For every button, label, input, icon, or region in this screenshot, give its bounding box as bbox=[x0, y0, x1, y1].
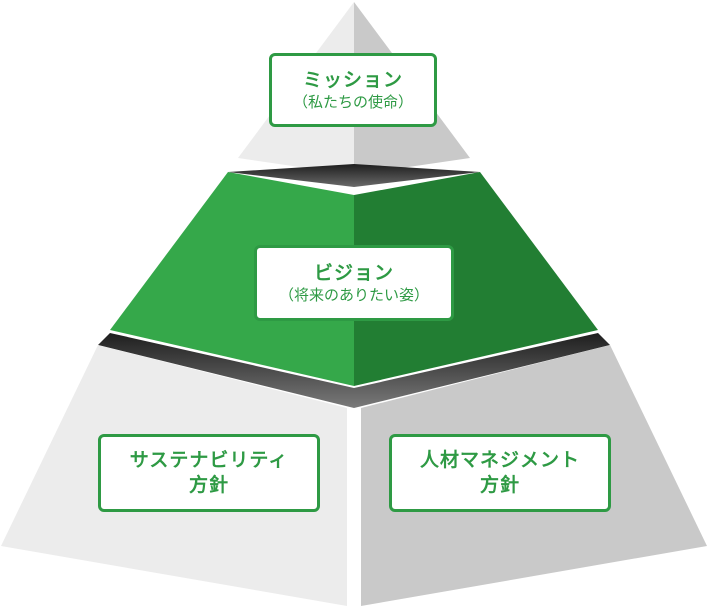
mission-title: ミッション bbox=[302, 68, 403, 91]
vision-shadow-band bbox=[98, 333, 610, 408]
hr-policy-line1: 人材マネジメント bbox=[419, 449, 580, 472]
vision-tier-left-face bbox=[110, 172, 354, 386]
hr-policy-line2: 方針 bbox=[479, 474, 520, 496]
vision-title: ビジョン bbox=[313, 261, 394, 284]
mission-shadow-band bbox=[228, 164, 480, 187]
hr-policy-box: 人材マネジメント 方針 bbox=[389, 434, 611, 512]
mission-subtitle: （私たちの使命） bbox=[292, 92, 413, 111]
vision-tier-right-face bbox=[354, 172, 598, 386]
vision-subtitle: （将来のありたい姿） bbox=[278, 285, 429, 304]
vision-label-box: ビジョン （将来のありたい姿） bbox=[254, 245, 454, 321]
sustainability-policy-line2: 方針 bbox=[188, 474, 229, 496]
sustainability-policy-line1: サステナビリティ bbox=[129, 449, 289, 472]
mission-label-box: ミッション （私たちの使命） bbox=[269, 53, 437, 127]
sustainability-policy-box: サステナビリティ 方針 bbox=[98, 434, 320, 512]
